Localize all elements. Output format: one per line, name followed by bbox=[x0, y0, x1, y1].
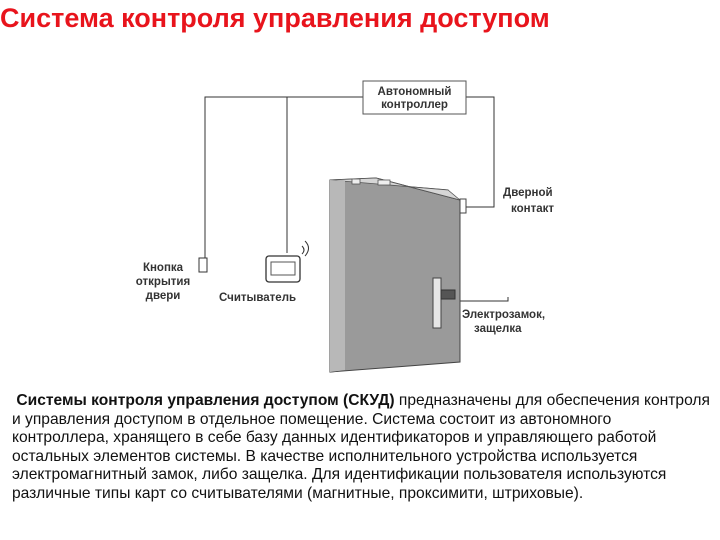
wiring bbox=[204, 96, 509, 302]
lock-bolt bbox=[440, 289, 456, 300]
description-lead: Системы контроля управления доступом (СК… bbox=[16, 392, 395, 409]
button-label-line1: Кнопка bbox=[143, 262, 184, 274]
wire-controller-door-contact bbox=[466, 96, 495, 208]
button-label-line3: двери bbox=[146, 290, 181, 302]
door-illustration bbox=[329, 177, 467, 373]
top-latch-2 bbox=[377, 179, 391, 186]
wire-button bbox=[204, 96, 363, 262]
lock-label-line2: защелка bbox=[474, 323, 522, 335]
page-title: Система контроля управления доступом bbox=[0, 3, 550, 33]
wire-lock bbox=[455, 297, 509, 302]
door-contact-sensor bbox=[459, 198, 467, 214]
controller-label-line2: контроллер bbox=[381, 99, 448, 111]
description-text: Системы контроля управления доступом (СК… bbox=[12, 392, 712, 504]
description-body: предназначены для обеспечения контроля и… bbox=[12, 392, 710, 502]
lock-label-line1: Электрозамок, bbox=[462, 309, 545, 321]
card-reader-icon bbox=[265, 240, 309, 283]
lock-plate bbox=[432, 277, 442, 329]
door-contact-label-line2: контакт bbox=[511, 203, 554, 215]
access-control-diagram: Автономный контроллер Дверной контакт Кн… bbox=[136, 80, 554, 373]
top-latch bbox=[351, 178, 361, 185]
controller-label-line1: Автономный bbox=[378, 86, 452, 98]
door-contact-label-line1: Дверной bbox=[503, 187, 553, 199]
button-label-line2: открытия bbox=[136, 276, 190, 288]
door-leaf bbox=[329, 177, 461, 373]
reader-label: Считыватель bbox=[219, 292, 296, 304]
door-shadow bbox=[330, 180, 345, 372]
controller-box: Автономный контроллер bbox=[362, 80, 467, 115]
exit-button bbox=[198, 257, 208, 273]
